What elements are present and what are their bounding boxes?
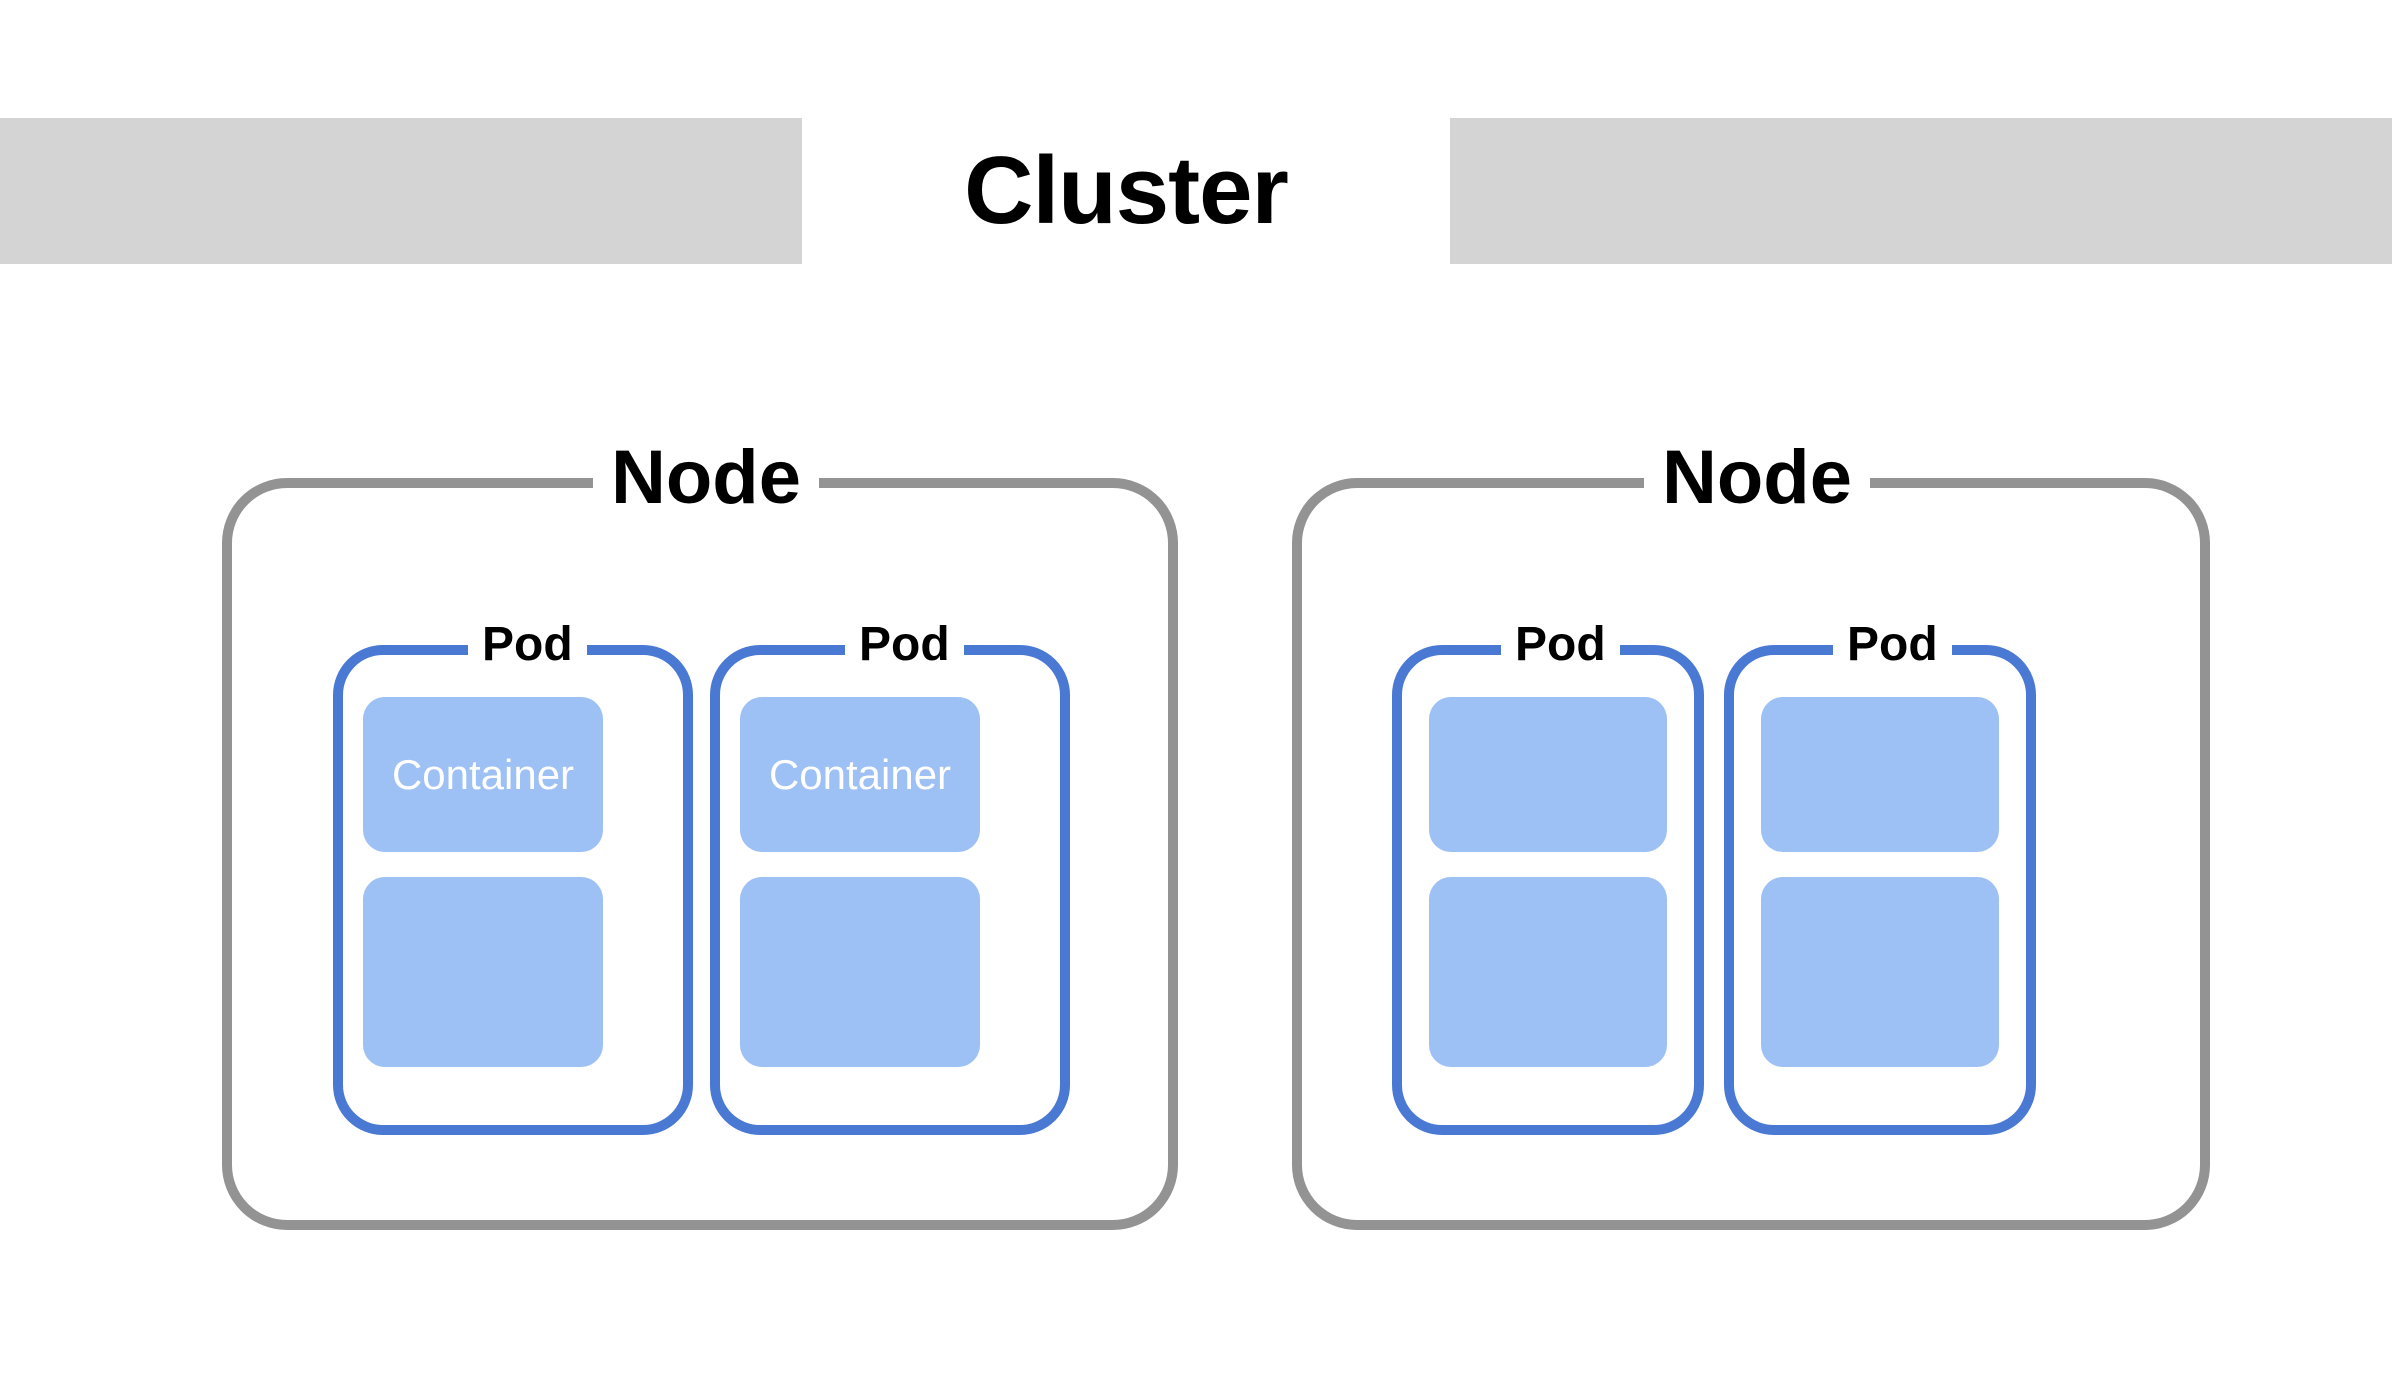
- pod-box-1-2: Pod Container: [710, 621, 1070, 1135]
- container-box-2-2-2: [1761, 877, 1999, 1067]
- container-box-1-2-2: [740, 877, 980, 1067]
- container-box-2-1-1: [1429, 697, 1667, 852]
- pod-label-1-2: Pod: [845, 621, 964, 669]
- pod-border-1-1: [333, 645, 693, 1135]
- pod-border-1-2: [710, 645, 1070, 1135]
- node-label-1: Node: [593, 440, 819, 516]
- pod-border-2-1: [1392, 645, 1704, 1135]
- pod-label-2-2: Pod: [1833, 621, 1952, 669]
- container-box-2-2-1: [1761, 697, 1999, 852]
- node-label-2: Node: [1644, 440, 1870, 516]
- pod-label-2-1: Pod: [1501, 621, 1620, 669]
- pod-box-1-1: Pod Container: [333, 621, 693, 1135]
- node-box-1: Node Pod Container Pod Container: [222, 440, 1178, 1230]
- cluster-title: Cluster: [802, 118, 1450, 264]
- container-box-2-1-2: [1429, 877, 1667, 1067]
- header-band-left: [0, 118, 802, 264]
- pod-border-2-2: [1724, 645, 2036, 1135]
- container-box-1-1-2: [363, 877, 603, 1067]
- pod-label-1-1: Pod: [468, 621, 587, 669]
- container-box-1-1-1: Container: [363, 697, 603, 852]
- node-box-2: Node Pod Pod: [1292, 440, 2210, 1230]
- container-box-1-2-1: Container: [740, 697, 980, 852]
- node-border-1: [222, 478, 1178, 1230]
- node-border-2: [1292, 478, 2210, 1230]
- pod-box-2-1: Pod: [1392, 621, 1704, 1135]
- header-band-right: [1450, 118, 2392, 264]
- pod-box-2-2: Pod: [1724, 621, 2036, 1135]
